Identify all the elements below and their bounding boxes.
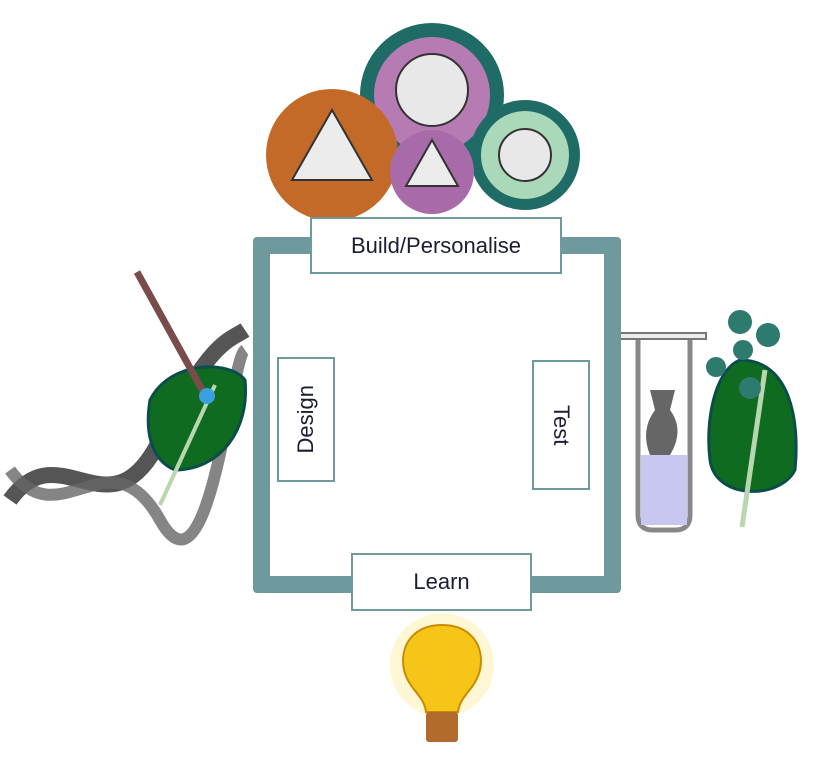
leaf-with-particles-icon — [706, 310, 798, 528]
stage-test: Test — [532, 360, 590, 490]
lightbulb-icon — [390, 613, 494, 742]
stage-learn-label: Learn — [413, 569, 470, 594]
nanoparticle-cluster-icon — [266, 23, 580, 221]
stage-test-label: Test — [549, 404, 574, 446]
stage-design: Design — [277, 357, 335, 482]
stage-build-label: Build/Personalise — [351, 232, 521, 258]
test-tube-icon — [619, 332, 707, 533]
dna-leaf-injection-icon — [3, 270, 250, 546]
stage-design-label: Design — [293, 385, 318, 454]
stage-learn: Learn — [351, 553, 532, 611]
stage-build: Build/Personalise — [310, 217, 562, 274]
